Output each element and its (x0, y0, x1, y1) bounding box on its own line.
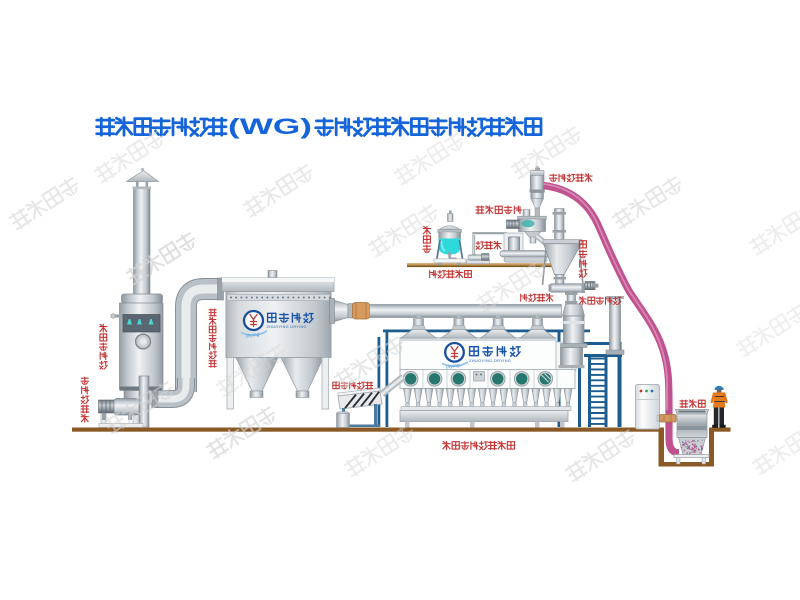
svg-text:drying: drying (445, 363, 460, 371)
svg-text:ZHUOYING DRYING: ZHUOYING DRYING (469, 358, 511, 363)
svg-text:drying: drying (245, 332, 260, 340)
svg-text:ZHUOYING DRYING: ZHUOYING DRYING (267, 325, 307, 329)
svg-text:(WG): (WG) (228, 114, 312, 139)
